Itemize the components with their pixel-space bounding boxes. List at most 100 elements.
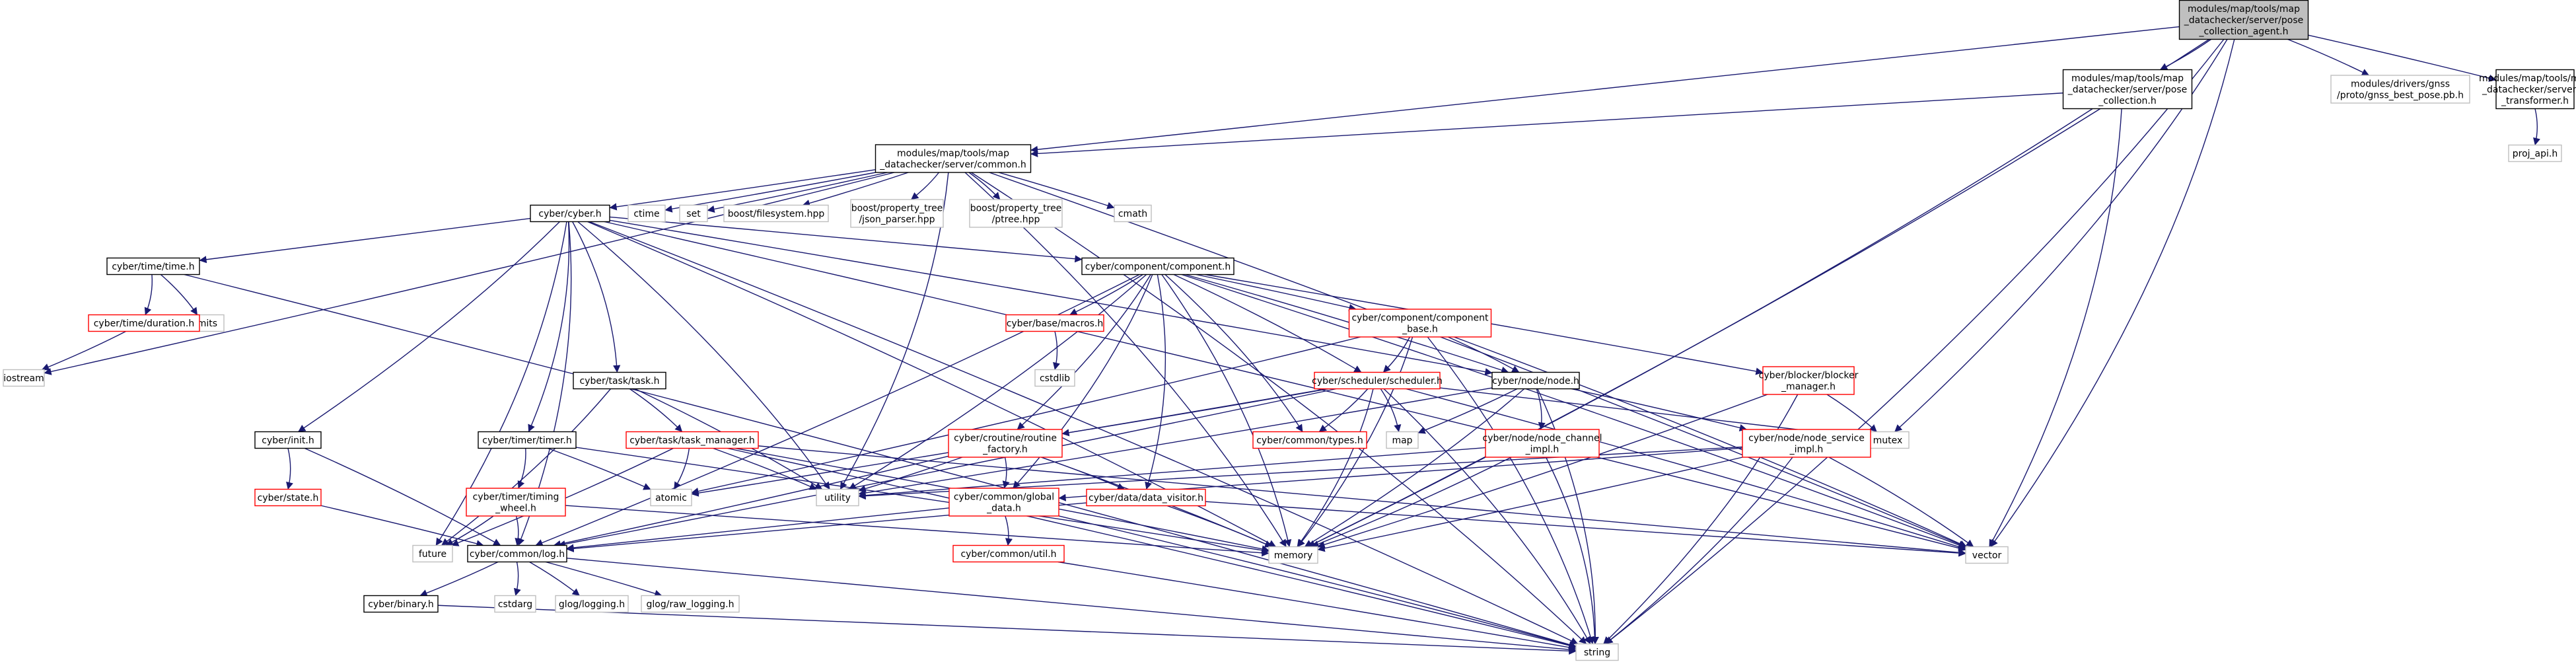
graph-node-cyberh[interactable]: cyber/cyber.h — [530, 204, 610, 223]
edge-compbase-to-string — [1427, 336, 1594, 645]
graph-node-channel[interactable]: cyber/node/node_channel_impl.h — [1483, 429, 1602, 458]
graph-node-util[interactable]: cyber/common/util.h — [952, 544, 1065, 563]
graph-node-cstdlib: cstdlib — [1034, 369, 1075, 387]
node-box — [530, 204, 610, 223]
node-label: glog/logging.h — [559, 599, 625, 610]
edge-cyberh-to-nodeh — [609, 219, 1493, 376]
graph-node-common[interactable]: modules/map/tools/map_datachecker/server… — [875, 144, 1032, 173]
edge-blocker-to-mutex — [1826, 394, 1877, 433]
edge-globaldata-to-util — [1005, 515, 1013, 546]
graph-node-cstdarg: cstdarg — [494, 595, 536, 613]
edge-line — [1454, 336, 1967, 548]
edge-util-to-string — [1057, 561, 1577, 651]
graph-node-blocker[interactable]: cyber/blocker/blocker_manager.h — [1759, 366, 1859, 395]
graph-node-timing[interactable]: cyber/timer/timing_wheel.h — [466, 488, 566, 517]
graph-node-atomic: atomic — [650, 488, 692, 507]
edge-line — [1069, 274, 1143, 316]
edge-line — [1058, 515, 1577, 649]
node-box — [1348, 309, 1492, 338]
node-label: cyber/common/global — [954, 492, 1054, 503]
edge-common-to-boostjson — [911, 172, 940, 200]
graph-node-globaldata[interactable]: cyber/common/global_data.h — [948, 488, 1059, 517]
graph-node-log[interactable]: cyber/common/log.h — [467, 544, 567, 563]
edge-inith-to-state — [286, 448, 293, 490]
node-label: cstdlib — [1040, 373, 1070, 384]
edge-line — [1536, 388, 1546, 430]
graph-node-inith[interactable]: cyber/init.h — [254, 431, 322, 449]
edge-root-to-gnss — [2287, 38, 2370, 76]
node-label: _wheel.h — [495, 503, 536, 514]
graph-node-posecoll[interactable]: modules/map/tools/map_datachecker/server… — [2062, 69, 2193, 110]
edge-taskh-to-future — [441, 388, 612, 546]
graph-node-duration[interactable]: cyber/time/duration.h — [88, 314, 200, 332]
edge-cyberh-to-taskh — [572, 221, 621, 373]
graph-node-scheduler[interactable]: cyber/scheduler/scheduler.h — [1312, 371, 1443, 390]
node-label: cyber/data/data_visitor.h — [1089, 493, 1203, 503]
edge-service-to-memory — [1317, 457, 1743, 552]
node-box — [650, 488, 692, 507]
edge-root-to-common — [1030, 26, 2180, 153]
edge-line — [320, 505, 484, 548]
node-box — [1965, 546, 2009, 564]
graph-node-visitor[interactable]: cyber/data/data_visitor.h — [1086, 488, 1206, 507]
node-box — [1866, 431, 1910, 449]
node-label: ctime — [633, 209, 659, 219]
node-box — [1742, 429, 1871, 458]
edge-common-to-boostfs — [802, 172, 909, 207]
graph-node-component[interactable]: cyber/component/component.h — [1081, 257, 1234, 276]
node-label: _transformer.h — [2501, 96, 2569, 106]
node-label: cyber/task/task_manager.h — [629, 435, 755, 446]
node-label: cmath — [1118, 209, 1147, 219]
edge-taskmgr-to-atomic — [674, 448, 690, 490]
edge-line — [529, 561, 580, 597]
edge-line — [858, 457, 963, 492]
node-label: cyber/croutine/routine — [954, 433, 1057, 444]
node-box — [106, 257, 200, 276]
graph-node-taskh[interactable]: cyber/task/task.h — [573, 371, 666, 390]
edge-service-to-string — [1605, 457, 1793, 645]
graph-node-compbase[interactable]: cyber/component/component_base.h — [1348, 309, 1492, 338]
edge-line — [286, 448, 293, 490]
edge-posecoll-to-common — [1030, 92, 2063, 158]
graph-node-pj[interactable]: modules/map/tools/map_datachecker/server… — [2479, 69, 2576, 110]
edge-line — [2287, 38, 2370, 76]
edge-pj-to-projapi — [2533, 108, 2540, 146]
edge-component-to-memory — [1161, 274, 1292, 548]
graph-node-set: set — [679, 204, 708, 223]
graph-node-nodeh[interactable]: cyber/node/node.h — [1491, 371, 1580, 390]
graph-node-types[interactable]: cyber/common/types.h — [1252, 431, 1367, 449]
node-box — [555, 595, 629, 613]
graph-node-timeh[interactable]: cyber/time/time.h — [106, 257, 200, 276]
node-box — [494, 595, 536, 613]
graph-node-routine[interactable]: cyber/croutine/routine_factory.h — [948, 429, 1063, 458]
graph-node-root[interactable]: modules/map/tools/map_datachecker/server… — [2178, 0, 2309, 40]
edge-log-to-binary — [419, 561, 499, 597]
edge-scheduler-to-vector — [1406, 388, 1966, 551]
node-label: string — [1584, 647, 1610, 658]
edge-nodeh-to-string — [1537, 388, 1599, 645]
edge-line — [848, 274, 1147, 490]
graph-node-state[interactable]: cyber/state.h — [254, 488, 322, 507]
edge-line — [44, 172, 895, 375]
graph-node-timer[interactable]: cyber/timer/timer.h — [478, 431, 577, 449]
edge-common-to-iostream — [44, 172, 895, 375]
edge-line — [674, 448, 690, 490]
graph-node-binary[interactable]: cyber/binary.h — [363, 595, 439, 613]
graph-node-macros[interactable]: cyber/base/macros.h — [1005, 314, 1104, 332]
edge-line — [41, 330, 126, 371]
edge-cyberh-to-string — [589, 221, 1579, 645]
edge-line — [1990, 39, 2235, 547]
edge-line — [515, 515, 522, 546]
edge-component-to-vector — [1181, 274, 1966, 549]
edge-nodeh-to-utility — [858, 387, 1493, 497]
graph-node-taskmgr[interactable]: cyber/task/task_manager.h — [626, 431, 759, 449]
node-box — [478, 431, 577, 449]
edge-channel-to-string — [1545, 457, 1599, 645]
node-label: modules/drivers/gnss — [2351, 79, 2450, 90]
edge-line — [1164, 274, 1303, 432]
edge-line — [1145, 274, 1166, 490]
edge-line — [566, 507, 950, 552]
edge-line — [528, 221, 570, 433]
graph-node-service[interactable]: cyber/node/node_service_impl.h — [1742, 429, 1871, 458]
edge-duration-to-iostream — [41, 330, 126, 371]
